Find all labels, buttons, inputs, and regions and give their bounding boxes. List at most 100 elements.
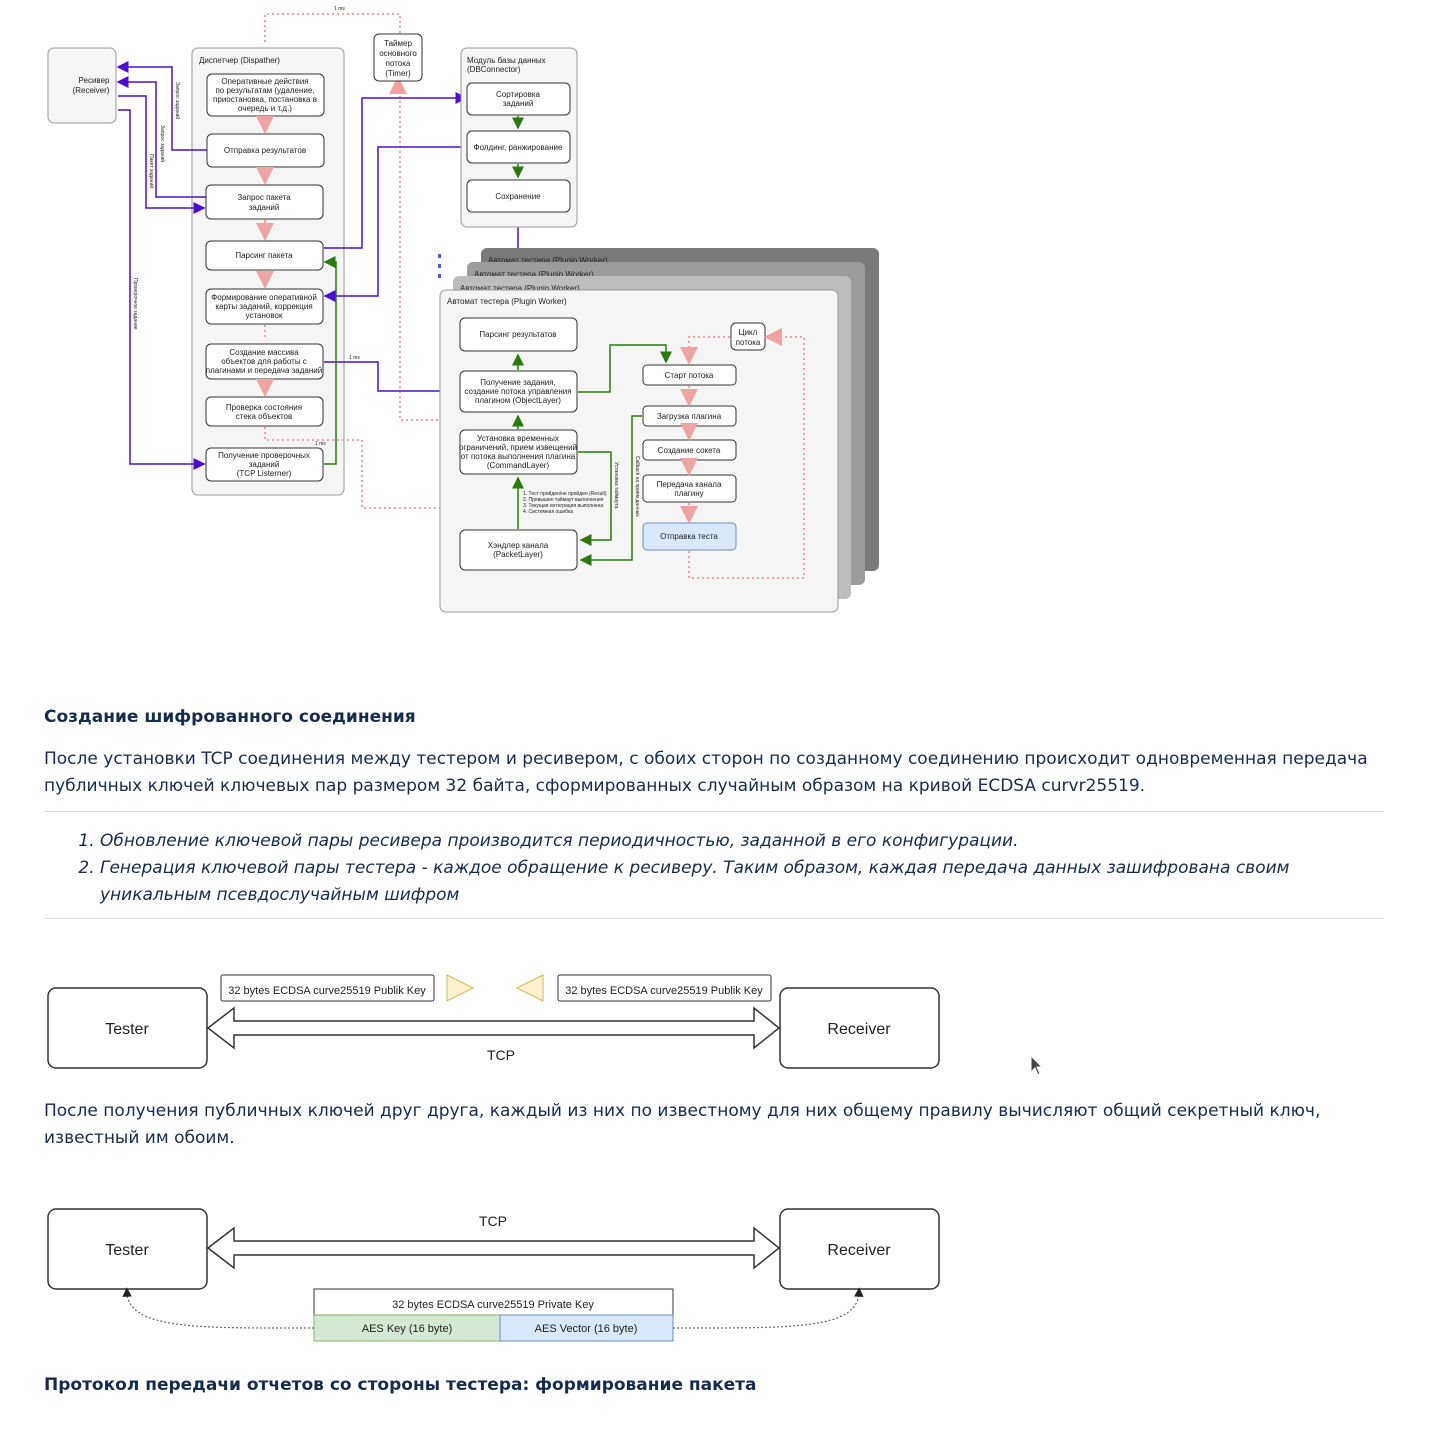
svg-text:стека объектов: стека объектов (236, 412, 292, 421)
note-item: Обновление ключевой пары ресивера произв… (100, 828, 1400, 855)
svg-text:Парсинг результатов: Парсинг результатов (479, 330, 556, 339)
svg-text:Проверка состояния: Проверка состояния (226, 403, 302, 412)
svg-text:Tester: Tester (105, 1021, 149, 1038)
svg-text:Отправка теста: Отправка теста (660, 532, 718, 541)
parse-results-block: Парсинг результатов (459, 317, 578, 352)
notes-list: Обновление ключевой пары ресивера произв… (44, 828, 1400, 909)
ms-label-2: 1 ms (315, 441, 326, 447)
svg-text:приостановка, постановка в: приостановка, постановка в (213, 95, 317, 104)
create-socket-block: Создание сокета (642, 439, 737, 461)
svg-text:Фолдинг, ранжирование: Фолдинг, ранжирование (474, 143, 563, 152)
svg-text:Сортировка: Сортировка (496, 90, 540, 99)
svg-text:от потока выполнения плагина: от потока выполнения плагина (461, 452, 576, 461)
mouse-cursor-icon (1030, 1055, 1044, 1076)
dispatcher-block-create-objects: Создание массива объектов для работы с п… (205, 343, 324, 380)
thread-start-block: Старт потока (642, 364, 737, 386)
triangle-left-icon (515, 974, 544, 1002)
db-block-sort: Сортировка заданий (466, 82, 571, 116)
svg-text:Загрузка плагина: Загрузка плагина (657, 412, 722, 421)
svg-text:(Timer): (Timer) (385, 69, 411, 78)
svg-text:основного: основного (379, 49, 417, 58)
status-notes: 1. Тест пройден/не пройден (Result) 2. П… (523, 490, 607, 515)
dotted-arrow-to-tester (122, 1287, 315, 1329)
divider (44, 918, 1384, 919)
svg-text:Цикл: Цикл (739, 328, 758, 337)
svg-text:потока: потока (386, 59, 411, 68)
svg-text:Получение проверочных: Получение проверочных (218, 451, 310, 460)
triangle-right-icon (446, 974, 475, 1002)
svg-text:плагином (ObjectLayer): плагином (ObjectLayer) (475, 396, 561, 405)
svg-text:заданий: заданий (503, 99, 534, 108)
svg-text:Отправка результатов: Отправка результатов (224, 146, 306, 155)
svg-text:Создание массива: Создание массива (229, 348, 299, 357)
svg-text:объектов для работы с: объектов для работы с (221, 357, 307, 366)
request-tasks-label: Запрос заданий (174, 82, 181, 119)
svg-text:Таймер: Таймер (384, 39, 412, 48)
tcp-double-arrow (206, 1006, 781, 1050)
svg-text:по результатам (удаление,: по результатам (удаление, (215, 86, 314, 95)
dispatcher-title: Диспетчер (Dispather) (199, 56, 280, 65)
svg-text:создание потока управления: создание потока управления (464, 387, 571, 396)
svg-text:AES Vector (16 byte): AES Vector (16 byte) (535, 1323, 638, 1335)
svg-text:установок: установок (246, 311, 283, 320)
dispatcher-block-task-map: Формирование оперативной карты заданий, … (205, 288, 324, 325)
svg-text:ограничений, прием извещений: ограничений, прием извещений (459, 443, 577, 452)
svg-text:Хэндлер канала: Хэндлер канала (488, 541, 549, 550)
svg-text:Создание сокета: Создание сокета (658, 446, 721, 455)
svg-text:Оперативные действия: Оперативные действия (221, 77, 308, 86)
tcp-double-arrow (206, 1226, 781, 1270)
db-module-subtitle: (DBConnector) (467, 65, 521, 74)
svg-text:заданий: заданий (249, 203, 280, 212)
svg-text:AES Key (16 byte): AES Key (16 byte) (362, 1323, 453, 1335)
svg-text:Receiver: Receiver (827, 1021, 891, 1038)
task-packet-label: Пакет заданий (148, 154, 155, 188)
svg-text:Receiver: Receiver (827, 1242, 891, 1259)
svg-text:Парсинг пакета: Парсинг пакета (235, 251, 293, 260)
timer-ms-label: 1 ms (334, 6, 345, 12)
aes-key-box: AES Key (16 byte) (313, 1314, 501, 1342)
svg-text:1. Тест пройден/не пройден (Re: 1. Тест пройден/не пройден (Result) (523, 490, 607, 497)
worker-stack-2-title: Автомат тестера (Plugin Worker) (474, 270, 594, 279)
secret-key-diagram: Tester Receiver TCP 32 bytes ECDSA curve… (47, 1208, 940, 1342)
timeout-label: Установка таймаута (613, 462, 620, 509)
svg-text:3. Текущая интеграция выполнен: 3. Текущая интеграция выполнена (523, 503, 603, 509)
more-workers-dots (438, 254, 441, 278)
receiver-node (47, 47, 117, 124)
db-module-title: Модуль базы данных (467, 56, 546, 65)
svg-text:Сохранение: Сохранение (495, 192, 541, 201)
pass-channel-block: Передача канала плагину (642, 474, 737, 503)
worker-stack-3-title: Автомат тестера (Plugin Worker) (488, 256, 608, 265)
dispatcher-block-parse-packet: Парсинг пакета (205, 240, 324, 271)
svg-text:4. Системная ошибка: 4. Системная ошибка (523, 509, 573, 515)
svg-text:Передача канала: Передача канала (657, 480, 722, 489)
thread-cycle-block: Цикл потока (730, 322, 766, 351)
divider (44, 811, 1384, 812)
receiver-label: Ресивер (79, 76, 111, 85)
svg-text:плагинами и передача заданий: плагинами и передача заданий (206, 366, 322, 375)
callback-label: Callback на прием данных (634, 456, 640, 517)
timer-block: Таймер основного потока (Timer) (373, 33, 423, 82)
svg-text:(CommandLayer): (CommandLayer) (487, 461, 550, 470)
ms-label-1: 1 ms (349, 355, 360, 361)
shared-secret-paragraph: После получения публичных ключей друг др… (44, 1101, 1321, 1148)
dispatcher-block-check-stack: Проверка состояния стека объектов (205, 396, 324, 427)
svg-text:2. Превышен таймаут выполнения: 2. Превышен таймаут выполнения (523, 496, 604, 503)
section-heading-encrypted-connection: Создание шифрованного соединения (44, 707, 416, 727)
object-layer-block: Получение задания, создание потока управ… (459, 370, 578, 413)
architecture-diagram: 1 ms Ресивер (Receiver) Диспетчер (Dispa… (47, 6, 879, 613)
receiver-public-key: 32 bytes ECDSA curve25519 Publik Key (557, 974, 772, 1002)
db-block-save: Сохранение (466, 179, 571, 213)
key-exchange-diagram: Tester Receiver TCP 32 bytes ECDSA curve… (47, 974, 940, 1069)
tester-node: Tester (47, 1208, 208, 1290)
svg-text:(PacketLayer): (PacketLayer) (493, 550, 543, 559)
receiver-node: Receiver (779, 987, 940, 1069)
worker-stack-1-title: Автомат тестера (Plugin Worker) (460, 284, 580, 293)
aes-vector-box: AES Vector (16 byte) (499, 1314, 674, 1342)
tcp-label: TCP (479, 1213, 507, 1229)
svg-text:потока: потока (736, 338, 761, 347)
svg-text:(TCP Listerner): (TCP Listerner) (237, 469, 292, 478)
tester-public-key: 32 bytes ECDSA curve25519 Publik Key (220, 974, 435, 1002)
dispatcher-block-request-packet: Запрос пакета заданий (205, 184, 324, 220)
svg-text:32 bytes ECDSA curve25519 Publ: 32 bytes ECDSA curve25519 Publik Key (565, 985, 763, 997)
db-block-folding: Фолдинг, ранжирование (466, 130, 571, 164)
